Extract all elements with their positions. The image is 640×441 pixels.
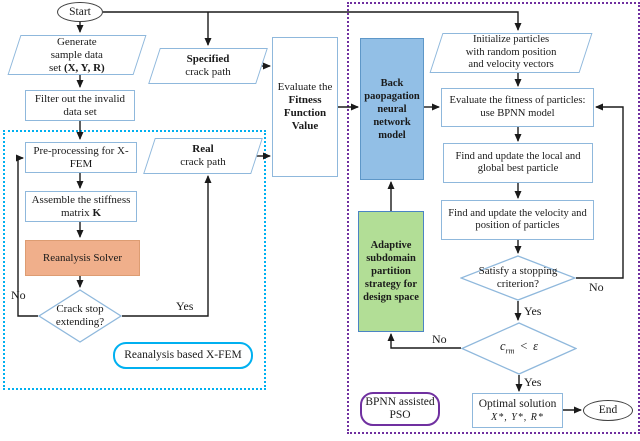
crack-stop-decision: Crack stop extending? [38,289,122,343]
xfem-region-border [3,130,266,390]
diamond-shape [461,322,577,375]
edge-label-crack-no: No [11,288,26,302]
evaluate-particle-fitness-label: Evaluate the fitness of particles: use B… [449,95,586,119]
find-best-particle-node: Find and update the local and global bes… [443,143,593,183]
edge-label-crit-yes: Yes [524,375,542,389]
convergence-criterion-decision: crm < ε [461,322,577,375]
specified-crack-path-label: Specified crack path [185,53,231,78]
find-best-particle-label: Find and update the local and global bes… [455,150,581,175]
edge-label-crit-no: No [432,332,447,346]
bpnn-model-label: Back paopagation neural network model [364,77,420,141]
xfem-region-label: Reanalysis based X-FEM [113,342,253,369]
initialize-particles-node: Initialize particles with random positio… [429,33,593,73]
start-node: Start [57,2,103,22]
edge-label-crack-yes: Yes [176,299,194,313]
generate-sample-data-label: Generate sample data set (X, Y, R) [49,35,105,74]
real-crack-path-label: Real crack path [180,143,226,168]
diamond-shape [38,289,122,343]
end-label: End [598,404,618,416]
optimal-solution-label: Optimal solution X*, Y*, R* [478,397,557,423]
reanalysis-solver-label: Reanalysis Solver [42,251,123,264]
pso-region-border [347,2,640,434]
adaptive-subdomain-node: Adaptive subdomain partition strategy fo… [358,211,424,332]
update-velocity-position-node: Find and update the velocity and positio… [441,200,594,240]
stopping-criterion-label: Satisfy a stopping criterion? [478,265,558,290]
generate-sample-data-node: Generate sample data set (X, Y, R) [7,35,147,75]
adaptive-subdomain-label: Adaptive subdomain partition strategy fo… [363,240,419,303]
edge-label-stop-yes: Yes [524,304,542,318]
evaluate-fitness-function-node: Evaluate the Fitness Function Value [272,37,338,177]
evaluate-particle-fitness-node: Evaluate the fitness of particles: use B… [441,88,594,127]
start-label: Start [69,5,91,18]
optimal-solution-node: Optimal solution X*, Y*, R* [472,393,563,428]
bpnn-model-node: Back paopagation neural network model [360,38,424,180]
end-node: End [583,400,633,421]
stopping-criterion-decision: Satisfy a stopping criterion? [460,255,576,301]
edge-label-stop-no: No [589,280,604,294]
update-velocity-position-label: Find and update the velocity and positio… [448,207,587,232]
convergence-criterion-label: crm < ε [499,338,539,356]
diamond-shape [460,255,576,301]
evaluate-fitness-function-label: Evaluate the Fitness Function Value [277,81,333,132]
filter-invalid-data-node: Filter out the invalid data set [25,90,135,121]
specified-crack-path-node: Specified crack path [148,48,268,84]
assemble-stiffness-label: Assemble the stiffness matrix K [31,193,131,219]
preprocessing-label: Pre-processing for X- FEM [33,144,129,170]
filter-invalid-data-label: Filter out the invalid data set [34,92,126,118]
preprocessing-node: Pre-processing for X- FEM [25,142,137,173]
initialize-particles-label: Initialize particles with random positio… [465,34,557,71]
reanalysis-solver-node: Reanalysis Solver [25,240,140,276]
pso-region-label: BPNN assisted PSO [360,392,440,426]
assemble-stiffness-node: Assemble the stiffness matrix K [25,191,137,222]
crack-stop-label: Crack stop extending? [55,303,105,328]
real-crack-path-node: Real crack path [143,138,263,174]
